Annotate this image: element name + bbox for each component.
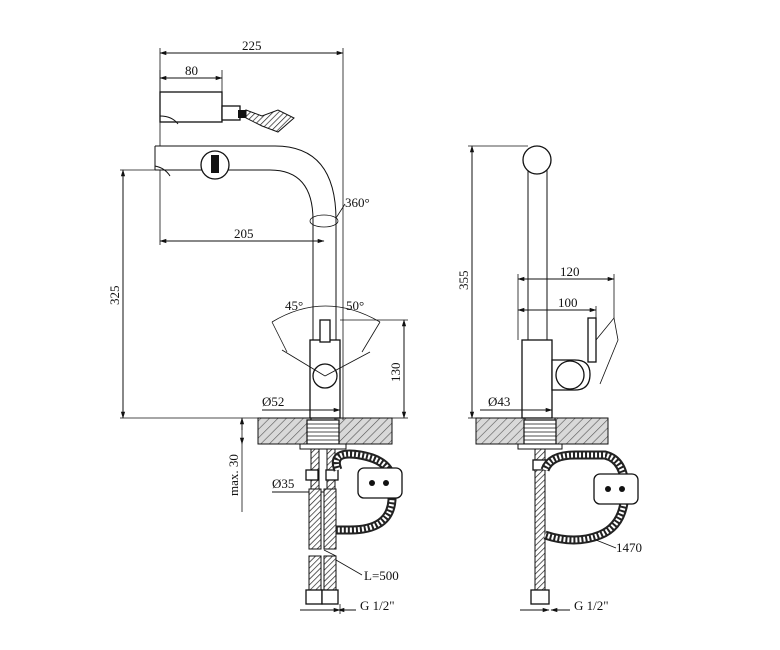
counterweight-front bbox=[357, 467, 403, 499]
dim-angle-left: 45° bbox=[285, 298, 303, 313]
dim-total-height: 325 bbox=[107, 286, 122, 306]
counterweight-side bbox=[593, 473, 639, 505]
dim-spout-reach: 205 bbox=[234, 226, 254, 241]
dim-swivel: 360° bbox=[345, 195, 370, 210]
dim-depth-inner: 100 bbox=[558, 295, 578, 310]
dim-hole-diameter: Ø35 bbox=[272, 476, 294, 491]
dim-sprayer-length: 80 bbox=[185, 63, 198, 78]
dim-body-diameter: Ø52 bbox=[262, 394, 284, 409]
dim-overall-reach: 225 bbox=[242, 38, 262, 53]
side-view: 355 120 100 Ø43 1470 G 1/2" bbox=[456, 145, 642, 613]
dim-side-diameter: Ø43 bbox=[488, 394, 510, 409]
dim-angle-right: 50° bbox=[346, 298, 364, 313]
spout-head-side bbox=[522, 145, 552, 175]
dim-thread-side: G 1/2" bbox=[574, 598, 609, 613]
handle-side bbox=[587, 317, 597, 363]
faucet-body-side bbox=[521, 339, 553, 419]
dim-depth-outer: 120 bbox=[560, 264, 580, 279]
mounting-plate bbox=[299, 443, 347, 450]
dim-hose-length: L=500 bbox=[364, 568, 399, 583]
handle-lever bbox=[319, 319, 331, 343]
dim-countertop: max. 30 bbox=[226, 454, 241, 496]
spout-button-grip bbox=[211, 155, 219, 173]
dim-side-height: 355 bbox=[456, 271, 471, 291]
front-view: 225 80 205 325 130 360° 45° 50° Ø52 max.… bbox=[107, 38, 408, 614]
sprayer-detached bbox=[159, 91, 295, 133]
swivel-ring bbox=[309, 214, 339, 228]
dim-handle-height: 130 bbox=[388, 363, 403, 383]
dim-thread-front: G 1/2" bbox=[360, 598, 395, 613]
dim-pullout-hose: 1470 bbox=[616, 540, 642, 555]
